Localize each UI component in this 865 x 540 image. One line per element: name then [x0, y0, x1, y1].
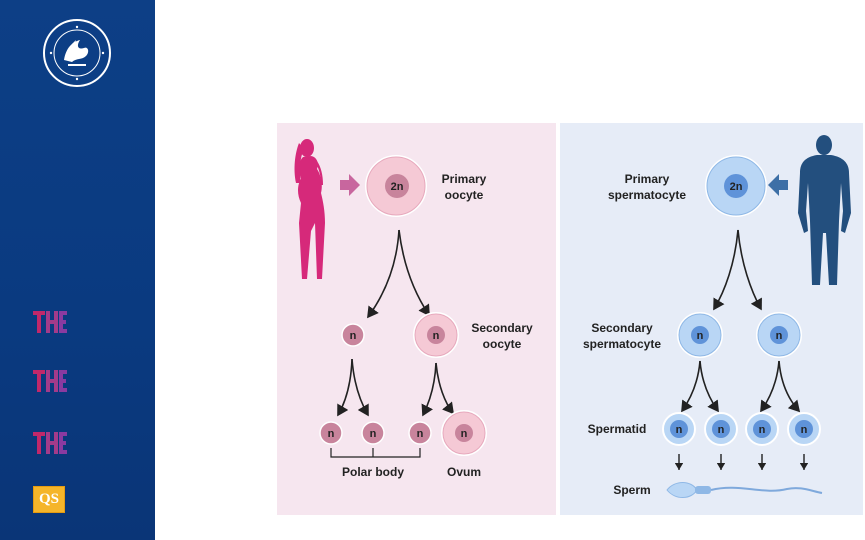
the-ranking-logo-icon [33, 370, 67, 392]
svg-text:n: n [801, 424, 808, 436]
polar-body-cell: n [408, 421, 432, 445]
the-ranking-logo-icon [33, 311, 67, 333]
primary-spermatocyte-cell: 2n [705, 155, 767, 217]
secondary-spermatocyte-cell: n [677, 312, 723, 358]
arrow-right-icon [340, 174, 360, 196]
primary-spermatocyte-label-line2: spermatocyte [608, 188, 686, 202]
svg-text:n: n [718, 424, 725, 436]
primary-oocyte-cell: 2n [365, 155, 427, 217]
spermatid-cell: n [787, 412, 821, 446]
male-figure-icon [798, 135, 851, 285]
university-seal-icon [43, 19, 111, 87]
ploidy-label: 2n [391, 181, 404, 193]
svg-text:n: n [697, 330, 704, 342]
svg-text:n: n [676, 424, 683, 436]
primary-oocyte-label: Primary [442, 172, 487, 186]
polar-body-label: Polar body [342, 465, 404, 479]
svg-text:n: n [417, 428, 424, 440]
division-arrow [367, 229, 400, 319]
spermatid-label: Spermatid [588, 422, 647, 436]
female-figure-icon [294, 139, 325, 279]
svg-text:n: n [350, 330, 357, 342]
sperm-cell [666, 482, 823, 498]
svg-text:n: n [776, 330, 783, 342]
division-arrow [337, 358, 353, 417]
ovum-cell: n [441, 410, 487, 456]
division-arrow [713, 229, 739, 311]
division-arrow [681, 360, 701, 413]
polar-body-cell: n [361, 421, 385, 445]
gametogenesis-diagram: 2n Primary oocyte n n Secondary oocyte n… [277, 123, 863, 515]
division-arrow [778, 360, 801, 413]
division-arrow [398, 229, 430, 317]
ovum-label: Ovum [447, 465, 481, 479]
spermatid-cell: n [704, 412, 738, 446]
spermatid-cell: n [745, 412, 779, 446]
division-arrow [699, 360, 719, 413]
arrow-left-icon [768, 174, 788, 196]
division-arrow [737, 229, 762, 311]
ploidy-label: 2n [730, 181, 743, 193]
svg-text:n: n [759, 424, 766, 436]
secondary-spermatocyte-cell: n [756, 312, 802, 358]
polar-body-bracket [330, 448, 421, 458]
sperm-label: Sperm [613, 483, 650, 497]
division-arrow [421, 362, 437, 417]
spermatid-cell: n [662, 412, 696, 446]
division-arrow [351, 358, 369, 417]
primary-spermatocyte-label: Primary [625, 172, 670, 186]
secondary-oocyte-label: Secondary [471, 321, 533, 335]
secondary-oocyte-label-line2: oocyte [483, 337, 522, 351]
svg-text:n: n [370, 428, 377, 440]
svg-text:n: n [433, 330, 440, 342]
sidebar: QS [0, 0, 155, 540]
secondary-oocyte-cell: n [413, 312, 459, 358]
qs-ranking-logo-icon: QS [33, 486, 65, 513]
polar-body-cell: n [319, 421, 343, 445]
polar-body-cell: n [341, 323, 365, 347]
secondary-spermatocyte-label-line2: spermatocyte [583, 337, 661, 351]
division-arrow [435, 362, 454, 415]
primary-oocyte-label-line2: oocyte [445, 188, 484, 202]
svg-text:n: n [328, 428, 335, 440]
the-ranking-logo-icon [33, 432, 67, 454]
svg-text:n: n [461, 428, 468, 440]
secondary-spermatocyte-label: Secondary [591, 321, 653, 335]
division-arrow [760, 360, 780, 413]
